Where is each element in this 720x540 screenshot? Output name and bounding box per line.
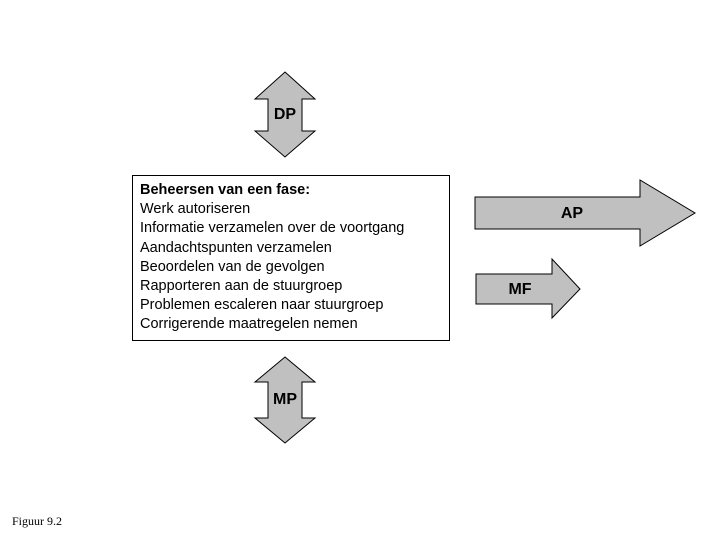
mp-label: MP: [273, 391, 297, 408]
process-item: Werk autoriseren: [140, 201, 251, 218]
process-item: Informatie verzamelen over de voortgang: [140, 220, 405, 237]
dp-double-arrow: [253, 71, 317, 158]
process-item: Corrigerende maatregelen nemen: [140, 316, 358, 333]
figure-caption: Figuur 9.2: [12, 514, 63, 528]
process-title: Beheersen van een fase:: [140, 182, 311, 198]
process-item: Problemen escaleren naar stuurgroep: [140, 297, 384, 314]
process-box: Beheersen van een fase: Werk autoriseren…: [132, 175, 450, 341]
mf-arrow: [475, 257, 581, 320]
ap-arrow: [474, 179, 696, 247]
process-item: Aandachtspunten verzamelen: [140, 239, 332, 256]
dp-label: DP: [273, 106, 297, 123]
ap-label: AP: [560, 205, 584, 222]
mf-label: MF: [508, 281, 532, 298]
process-item: Beoordelen van de gevolgen: [140, 258, 325, 275]
mp-double-arrow: [253, 356, 317, 444]
process-item: Rapporteren aan de stuurgroep: [140, 278, 343, 295]
